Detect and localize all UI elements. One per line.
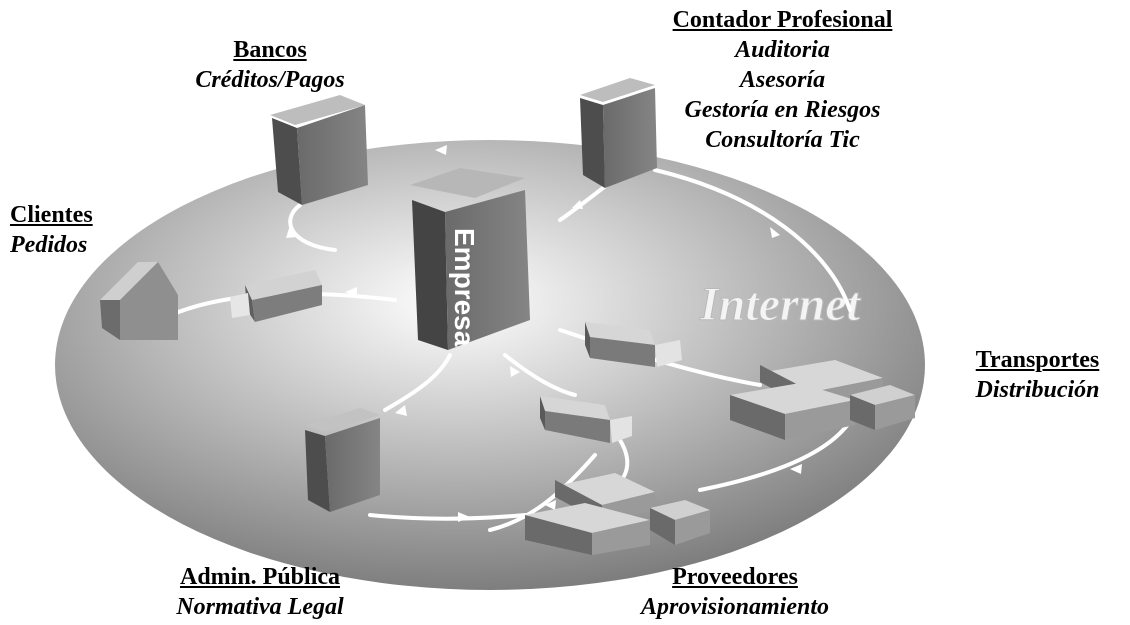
truck-clientes-icon [230,270,322,322]
internet-label: Internet [699,278,862,331]
contador-line-1: Auditoria [735,37,830,63]
clientes-house-icon [100,262,178,340]
internet-disc [55,140,925,590]
proveedores-title: Proveedores [672,564,798,590]
truck-transportes-icon [585,322,682,367]
clientes-title: Clientes [10,202,93,228]
truck-proveedores-icon [540,396,632,443]
admin-building-icon [305,408,380,512]
transportes-warehouse-icon [730,360,915,440]
contador-line-2: Asesoría [739,67,826,93]
admin-line: Normativa Legal [176,594,344,620]
contador-title: Contador Profesional [672,7,893,33]
bancos-label: Bancos Créditos/Pagos [170,35,370,95]
bancos-building-icon [270,95,368,205]
bancos-line: Créditos/Pagos [195,67,345,93]
proveedores-line: Aprovisionamiento [640,594,830,620]
clientes-label: Clientes Pedidos [10,200,150,260]
transportes-title: Transportes [975,347,1100,373]
clientes-line: Pedidos [10,232,88,258]
empresa-building-icon [410,168,530,350]
transportes-label: Transportes Distribución [945,345,1130,405]
proveedores-label: Proveedores Aprovisionamiento [605,562,865,622]
contador-label: Contador Profesional Auditoria Asesoría … [635,5,930,155]
transportes-line: Distribución [975,377,1100,403]
contador-line-4: Consultoría Tic [705,127,860,153]
empresa-label: Empresa [449,228,480,347]
proveedores-warehouse-icon [525,473,710,555]
admin-label: Admin. Pública Normativa Legal [135,562,385,622]
contador-line-3: Gestoría en Riesgos [684,97,881,123]
contador-building-icon [580,78,657,188]
admin-title: Admin. Pública [179,564,341,590]
bancos-title: Bancos [233,37,307,63]
